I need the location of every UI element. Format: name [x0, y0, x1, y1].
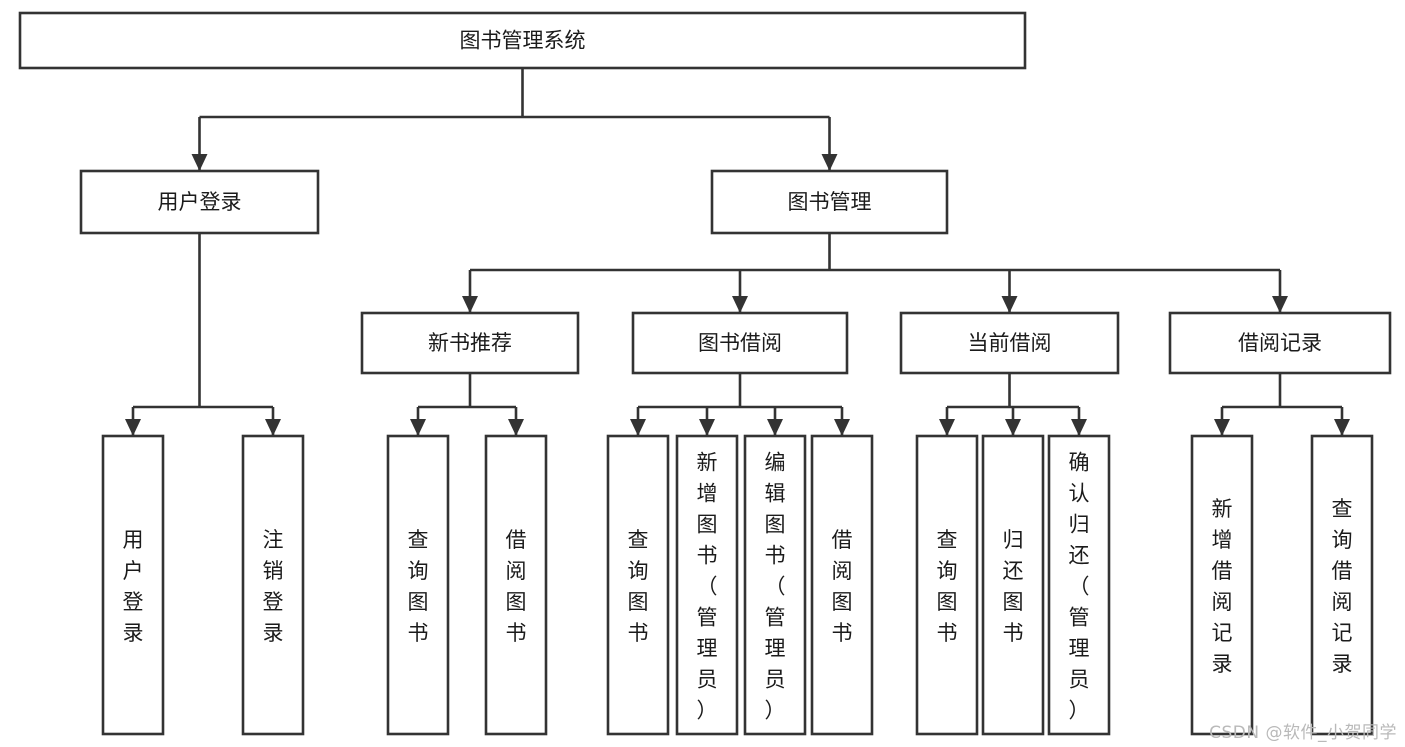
node-label-vertical: 新增图书（管理员） — [697, 451, 718, 723]
node-label-vertical: 确认归还（管理员） — [1069, 451, 1090, 723]
node-label-vertical: 注销登录 — [263, 528, 284, 645]
node-label: 当前借阅 — [968, 331, 1052, 355]
edge-arrowhead — [191, 154, 208, 171]
node-label: 图书管理 — [788, 190, 872, 214]
edge-arrowhead — [767, 419, 783, 436]
node-box — [915, 434, 979, 736]
node-box — [101, 434, 165, 736]
edge-arrowhead — [834, 419, 850, 436]
edge-arrowhead — [1334, 419, 1350, 436]
node-l4[interactable]: 借阅图书 — [484, 434, 548, 736]
node-label-vertical: 编辑图书（管理员） — [765, 451, 786, 723]
node-box — [710, 169, 949, 235]
node-current[interactable]: 当前借阅 — [899, 311, 1120, 375]
node-label-vertical: 借阅图书 — [506, 528, 527, 645]
edge-arrowhead — [1272, 296, 1288, 313]
node-label: 用户登录 — [158, 190, 242, 214]
node-l13[interactable]: 查询借阅记录 — [1310, 434, 1374, 736]
edge-arrowhead — [821, 154, 838, 171]
node-l1[interactable]: 用户登录 — [101, 434, 165, 736]
node-box — [1310, 434, 1374, 736]
node-label: 新书推荐 — [428, 331, 512, 355]
node-label: 借阅记录 — [1238, 331, 1322, 355]
edge-arrowhead — [508, 419, 524, 436]
edge-arrowhead — [1214, 419, 1230, 436]
node-box — [981, 434, 1045, 736]
node-label-vertical: 用户登录 — [123, 528, 144, 645]
node-label: 图书管理系统 — [460, 29, 586, 53]
node-box — [1190, 434, 1254, 736]
node-box — [360, 311, 580, 375]
edge-arrowhead — [125, 419, 141, 436]
edge-arrowhead — [1071, 419, 1087, 436]
node-label-vertical: 借阅图书 — [832, 528, 853, 645]
node-box — [1168, 311, 1392, 375]
node-l12[interactable]: 新增借阅记录 — [1190, 434, 1254, 736]
edge-arrowhead — [265, 419, 281, 436]
node-bookmgmt[interactable]: 图书管理 — [710, 169, 949, 235]
node-newbook[interactable]: 新书推荐 — [360, 311, 580, 375]
node-box — [743, 434, 807, 736]
node-l9[interactable]: 查询图书 — [915, 434, 979, 736]
node-borrow[interactable]: 图书借阅 — [631, 311, 849, 375]
watermark-text: CSDN @软件_小贺同学 — [1209, 723, 1397, 743]
node-box — [606, 434, 670, 736]
node-l6[interactable]: 新增图书（管理员） — [675, 434, 739, 736]
node-box — [484, 434, 548, 736]
node-box — [18, 11, 1027, 70]
node-box — [675, 434, 739, 736]
node-l8[interactable]: 借阅图书 — [810, 434, 874, 736]
edge-arrowhead — [939, 419, 955, 436]
node-label-vertical: 查询图书 — [937, 528, 958, 645]
node-label-vertical: 查询图书 — [628, 528, 649, 645]
node-l11[interactable]: 确认归还（管理员） — [1047, 434, 1111, 736]
node-box — [1047, 434, 1111, 736]
node-label-vertical: 归还图书 — [1003, 528, 1024, 645]
edge-arrowhead — [410, 419, 426, 436]
node-box — [899, 311, 1120, 375]
node-box — [79, 169, 320, 235]
node-box — [631, 311, 849, 375]
node-l10[interactable]: 归还图书 — [981, 434, 1045, 736]
node-records[interactable]: 借阅记录 — [1168, 311, 1392, 375]
node-label: 图书借阅 — [698, 331, 782, 355]
edge-layer — [125, 68, 1350, 436]
node-login[interactable]: 用户登录 — [79, 169, 320, 235]
edge-arrowhead — [732, 296, 748, 313]
edge-arrowhead — [699, 419, 715, 436]
node-box — [241, 434, 305, 736]
node-l7[interactable]: 编辑图书（管理员） — [743, 434, 807, 736]
node-l5[interactable]: 查询图书 — [606, 434, 670, 736]
node-l3[interactable]: 查询图书 — [386, 434, 450, 736]
node-box — [810, 434, 874, 736]
edge-arrowhead — [630, 419, 646, 436]
node-box — [386, 434, 450, 736]
edge-arrowhead — [1001, 296, 1018, 313]
node-label-vertical: 查询图书 — [408, 528, 429, 645]
node-layer: 图书管理系统用户登录图书管理新书推荐图书借阅当前借阅借阅记录用户登录注销登录查询… — [18, 11, 1392, 736]
edge-arrowhead — [1005, 419, 1021, 436]
node-l2[interactable]: 注销登录 — [241, 434, 305, 736]
node-label-vertical: 查询借阅记录 — [1332, 497, 1353, 676]
node-label-vertical: 新增借阅记录 — [1212, 497, 1233, 676]
edge-arrowhead — [462, 296, 478, 313]
node-root[interactable]: 图书管理系统 — [18, 11, 1027, 70]
